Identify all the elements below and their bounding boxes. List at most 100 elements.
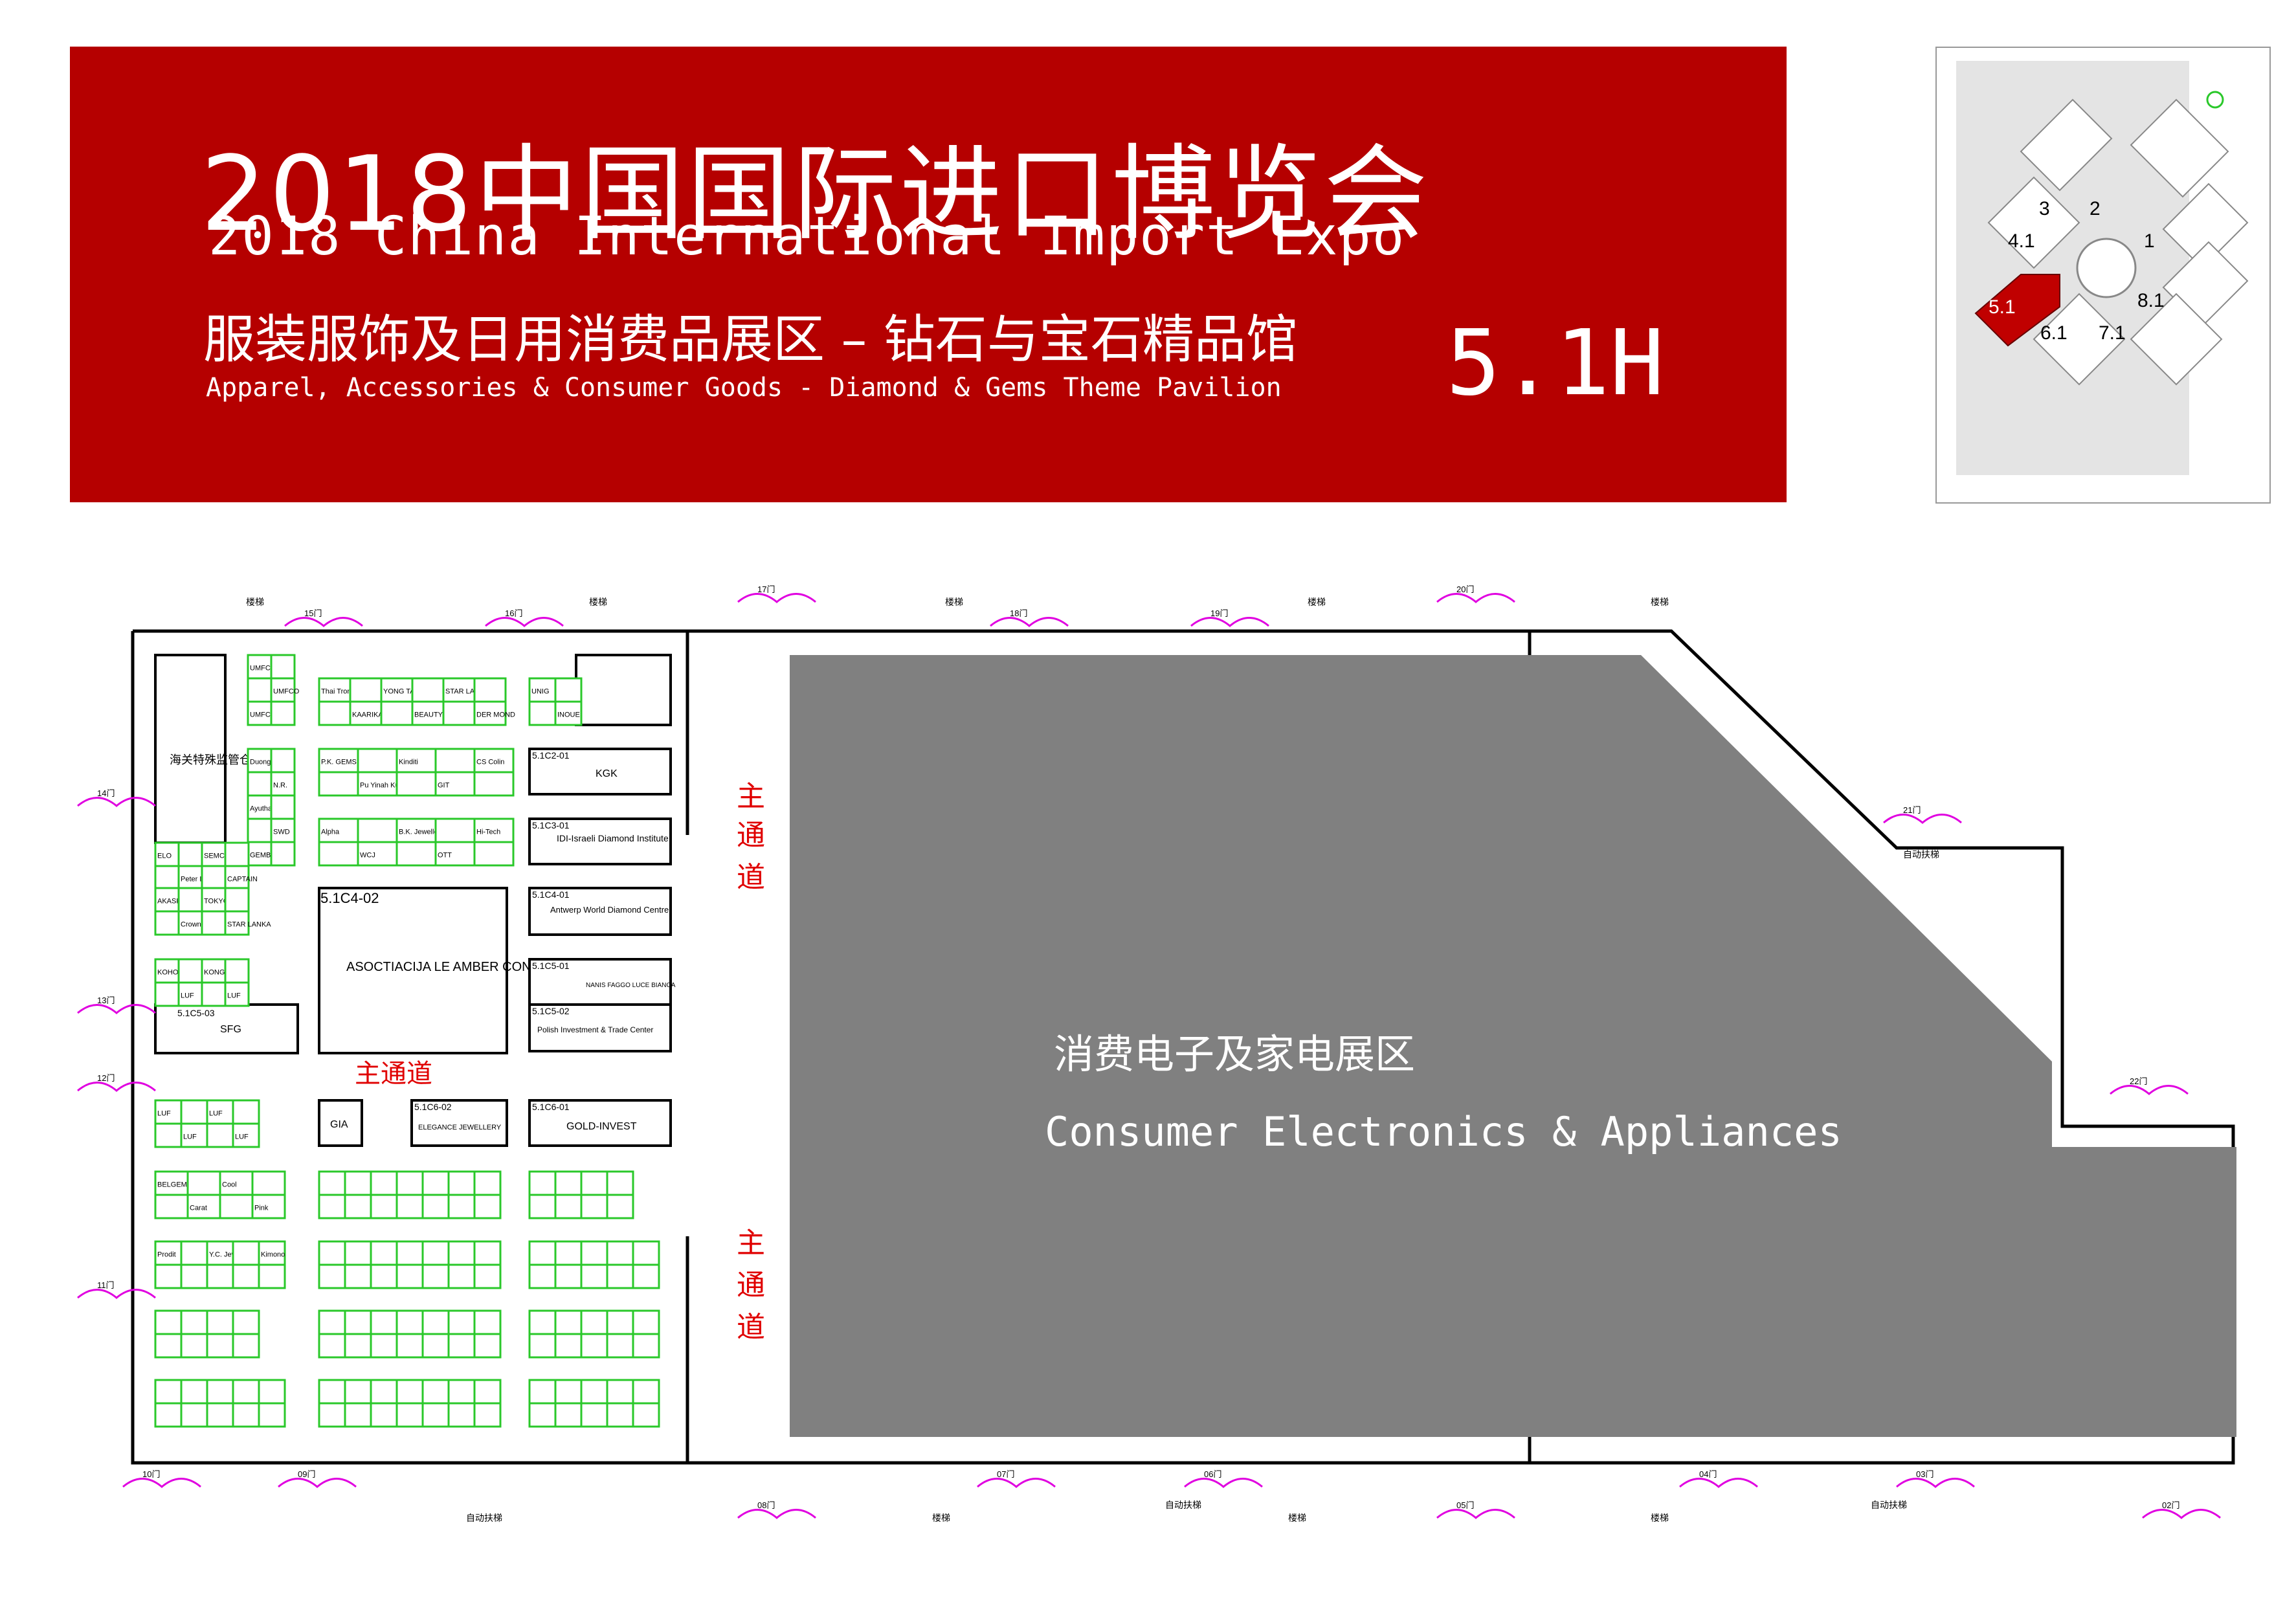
- booth-cell[interactable]: [232, 1309, 260, 1335]
- exhibitor-block-elegance[interactable]: 5.1C6-02 ELEGANCE JEWELLERY: [410, 1099, 508, 1147]
- exhibitor-block-gold-invest[interactable]: 5.1C6-01 GOLD-INVEST: [528, 1099, 672, 1147]
- booth-cell[interactable]: [177, 981, 203, 1007]
- booth-cell[interactable]: [349, 700, 383, 726]
- booth-cell[interactable]: [258, 1379, 286, 1405]
- booth-cell[interactable]: [206, 1402, 234, 1428]
- booth-cell[interactable]: [219, 1194, 254, 1219]
- booth-cell[interactable]: [232, 1379, 260, 1405]
- booth-cell[interactable]: [421, 1263, 450, 1289]
- booth-cell[interactable]: [180, 1309, 208, 1335]
- booth-cell[interactable]: [473, 1170, 502, 1196]
- booth-cell[interactable]: [186, 1170, 221, 1196]
- booth-cell[interactable]: [447, 1402, 476, 1428]
- booth-cell[interactable]: [554, 1333, 583, 1359]
- booth-cell[interactable]: [580, 1333, 608, 1359]
- booth-cell[interactable]: [180, 1379, 208, 1405]
- booth-cell[interactable]: [442, 700, 476, 726]
- booth-cell[interactable]: [177, 865, 203, 891]
- booth-cell[interactable]: [318, 818, 359, 843]
- booth-cell[interactable]: [206, 1333, 234, 1359]
- booth-cell[interactable]: [554, 1379, 583, 1405]
- booth-cell[interactable]: [251, 1170, 286, 1196]
- booth-cell[interactable]: [447, 1333, 476, 1359]
- booth-cell[interactable]: [232, 1402, 260, 1428]
- booth-cell[interactable]: [318, 771, 359, 797]
- booth-cell[interactable]: [206, 1379, 234, 1405]
- booth-cell[interactable]: [473, 1263, 502, 1289]
- exhibitor-block-edb[interactable]: [575, 654, 672, 726]
- booth-cell[interactable]: [632, 1402, 660, 1428]
- exhibitor-block-sfg[interactable]: 5.1C5-03 SFG: [154, 1003, 299, 1054]
- booth-cell[interactable]: [580, 1309, 608, 1335]
- booth-cell[interactable]: [270, 654, 296, 680]
- booth-cell[interactable]: [270, 700, 296, 726]
- booth-cell[interactable]: [180, 1099, 208, 1125]
- booth-cell[interactable]: [528, 1240, 557, 1266]
- booth-cell[interactable]: [357, 841, 398, 867]
- booth-cell[interactable]: [180, 1122, 208, 1148]
- booth-cell[interactable]: [154, 1194, 189, 1219]
- booth-cell[interactable]: [632, 1379, 660, 1405]
- booth-cell[interactable]: [318, 1309, 346, 1335]
- booth-cell[interactable]: [247, 677, 273, 703]
- booth-cell[interactable]: [247, 771, 273, 797]
- booth-cell[interactable]: [224, 887, 250, 913]
- booth-cell[interactable]: [473, 818, 515, 843]
- booth-cell[interactable]: [180, 1402, 208, 1428]
- booth-cell[interactable]: [580, 1194, 608, 1219]
- booth-cell[interactable]: [528, 1170, 557, 1196]
- booth-cell[interactable]: [224, 910, 250, 936]
- booth-cell[interactable]: [396, 1263, 424, 1289]
- booth-cell[interactable]: [447, 1194, 476, 1219]
- booth-cell[interactable]: [370, 1170, 398, 1196]
- booth-cell[interactable]: [344, 1309, 372, 1335]
- booth-cell[interactable]: [421, 1170, 450, 1196]
- booth-cell[interactable]: [154, 1402, 183, 1428]
- exhibitor-block-kgk[interactable]: 5.1C2-01 KGK: [528, 748, 672, 795]
- booth-cell[interactable]: [473, 841, 515, 867]
- exhibitor-block-nanis[interactable]: 5.1C5-01 NANIS FAGGO LUCE BIANCA: [528, 958, 676, 1006]
- booth-cell[interactable]: [154, 910, 180, 936]
- booth-cell[interactable]: [434, 748, 476, 773]
- booth-cell[interactable]: [528, 1402, 557, 1428]
- booth-cell[interactable]: [554, 1263, 583, 1289]
- booth-cell[interactable]: [606, 1333, 634, 1359]
- booth-cell[interactable]: [632, 1309, 660, 1335]
- booth-cell[interactable]: [421, 1194, 450, 1219]
- booth-cell[interactable]: [370, 1240, 398, 1266]
- booth-cell[interactable]: [154, 1263, 183, 1289]
- booth-cell[interactable]: [344, 1333, 372, 1359]
- booth-cell[interactable]: [606, 1170, 634, 1196]
- booth-cell[interactable]: [421, 1240, 450, 1266]
- booth-cell[interactable]: [270, 818, 296, 843]
- booth-cell[interactable]: [247, 841, 273, 867]
- booth-cell[interactable]: [606, 1402, 634, 1428]
- booth-cell[interactable]: [554, 1309, 583, 1335]
- booth-cell[interactable]: [528, 1333, 557, 1359]
- booth-cell[interactable]: [421, 1309, 450, 1335]
- booth-cell[interactable]: [357, 748, 398, 773]
- booth-cell[interactable]: [580, 1402, 608, 1428]
- booth-cell[interactable]: [154, 1122, 183, 1148]
- booth-cell[interactable]: [180, 1263, 208, 1289]
- booth-cell[interactable]: [180, 1333, 208, 1359]
- booth-cell[interactable]: [606, 1263, 634, 1289]
- booth-cell[interactable]: [270, 841, 296, 867]
- booth-cell[interactable]: [154, 1379, 183, 1405]
- booth-cell[interactable]: [473, 1402, 502, 1428]
- booth-cell[interactable]: [442, 677, 476, 703]
- booth-cell[interactable]: [318, 1240, 346, 1266]
- booth-cell[interactable]: [258, 1402, 286, 1428]
- booth-cell[interactable]: [177, 887, 203, 913]
- booth-cell[interactable]: [370, 1402, 398, 1428]
- booth-cell[interactable]: [224, 981, 250, 1007]
- booth-cell[interactable]: [380, 700, 414, 726]
- booth-cell[interactable]: [396, 1194, 424, 1219]
- booth-cell[interactable]: [396, 1240, 424, 1266]
- exhibitor-block-polish[interactable]: 5.1C5-02 Polish Investment & Trade Cente…: [528, 1003, 672, 1052]
- booth-cell[interactable]: [154, 1170, 189, 1196]
- booth-cell[interactable]: [344, 1263, 372, 1289]
- booth-cell[interactable]: [201, 910, 227, 936]
- booth-cell[interactable]: [370, 1263, 398, 1289]
- booth-cell[interactable]: [318, 1333, 346, 1359]
